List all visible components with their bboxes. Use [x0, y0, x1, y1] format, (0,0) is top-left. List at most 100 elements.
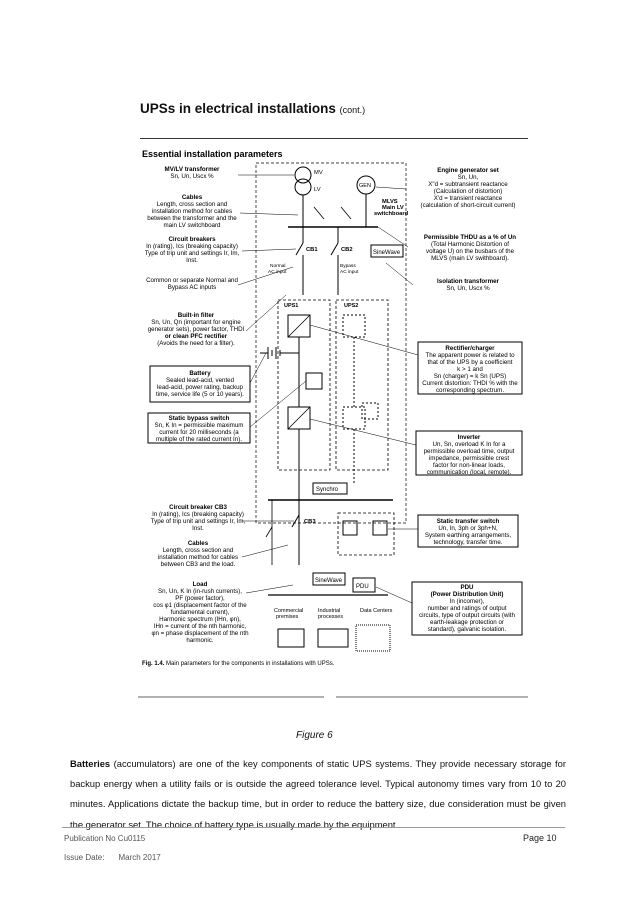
sbs-l2: current for 20 milliseconds (a: [159, 429, 239, 436]
static-switch-symbol: [305, 372, 323, 390]
issue-label: Issue Date:: [64, 853, 105, 862]
leader-lines: [237, 174, 419, 604]
rectifier-symbol-2: [342, 314, 366, 338]
normal-l2: AC input: [268, 269, 287, 275]
pdu-l3: circuits, type of output circuits (with: [419, 612, 515, 619]
title-text: UPSs in electrical installations: [140, 101, 336, 116]
cables1-title: Cables: [182, 194, 203, 201]
rect-title: Rectifier/charger: [445, 345, 495, 352]
mvlv-body: Sn, Un, Uscx %: [170, 173, 214, 180]
sinewave-box-bottom: [312, 572, 346, 586]
cb2-label: CB2: [341, 247, 353, 253]
cb3-l3: Inst.: [192, 525, 204, 532]
label-cb3: Circuit breaker CB3 In (rating), Ics (br…: [151, 504, 246, 532]
sts-box: [417, 514, 519, 548]
rectifier-box: [417, 341, 523, 395]
rect-l1: The apparent power is related to: [425, 352, 515, 359]
para-lead: Batteries: [70, 758, 111, 769]
schematic: [237, 162, 419, 652]
filter-l1: Sn, Un, Qn (important for engine: [151, 319, 241, 326]
label-isolation-transformer: Isolation transformer Sn, Un, Uscx %: [437, 278, 499, 292]
pdu-info-box: [411, 581, 523, 636]
cables1-l3: between the transformer and the: [147, 215, 237, 222]
industrial-building: [317, 628, 349, 648]
label-sts: Static transfer switch Un, In, 3ph or 3p…: [425, 518, 512, 546]
gen-l4: X'd = transient reactance: [434, 195, 503, 202]
label-circuit-breakers: Circuit breakers In (rating), Ics (break…: [145, 236, 240, 264]
sbs-l1: Sn, K In = permissible maximum: [155, 422, 244, 429]
inv-l4: factor for non-linear loads,: [433, 462, 505, 469]
mlvs-l3: switchboard: [374, 211, 409, 217]
installation-frame: [255, 162, 407, 524]
battery-symbol: [260, 347, 299, 359]
filter-l2: generator sets), power factor, THDI: [148, 326, 245, 333]
thdu-l2: voltage U) on the busbars of the: [426, 248, 515, 255]
mv-label: MV: [314, 170, 323, 176]
cb3-l1: In (rating), Ics (breaking capacity): [152, 511, 244, 518]
ups1-label: UPS1: [284, 303, 298, 309]
title-suffix: (cont.): [339, 105, 366, 115]
cables2-l2: installation method for cables: [158, 554, 238, 561]
sts-title: Static transfer switch: [437, 518, 500, 525]
label-static-bypass: Static bypass switch Sn, K In = permissi…: [155, 415, 244, 443]
cables1-l2: installation method for cables: [152, 208, 232, 215]
ups2-box: [335, 299, 389, 471]
commercial-l2: premises: [276, 614, 299, 620]
gen-title: Engine generator set: [437, 167, 499, 174]
cb1-symbol: [295, 242, 304, 295]
normal-l1: Normal: [270, 263, 285, 269]
cb-l2: Type of trip unit and settings Ir, Im,: [145, 250, 240, 257]
ups1-box: [277, 299, 331, 471]
mvlv-title: MV/LV transformer: [165, 166, 220, 173]
label-pdu: PDU (Power Distribution Unit) In (income…: [419, 584, 515, 633]
battery-l3: time, service life (5 or 10 years).: [156, 391, 244, 398]
load-title: Load: [193, 581, 208, 588]
rect-l5: Current distortion: THDI % with the: [422, 380, 518, 387]
transformer-mv-coil: [294, 166, 312, 184]
sinewave-bottom-label: SineWave: [315, 578, 343, 584]
iso-l1: Sn, Un, Uscx %: [446, 285, 490, 292]
pdu-l2: number and ratings of output: [427, 605, 506, 612]
cables2-l1: Length, cross section and: [163, 547, 234, 554]
thdu-l3: MLVS (main LV swithboard).: [431, 255, 509, 262]
industrial-l1: Industrial: [318, 608, 340, 614]
inv-l3: impedance, permissible crest: [429, 455, 509, 462]
pdu-l5: standard), galvanic isolation.: [428, 626, 507, 633]
sts-l1: Un, In, 3ph or 3ph+N,: [438, 525, 498, 532]
publication-number: Publication No Cu0115: [64, 834, 146, 843]
commercial-building: [277, 628, 305, 648]
figure-caption: Figure 6: [296, 730, 333, 741]
pdu-box-label: PDU: [356, 584, 369, 590]
bypass-l1: Bypass: [340, 263, 356, 269]
gen-l1: Sn, Un,: [458, 174, 479, 181]
inverter-symbol-2: [342, 406, 366, 430]
synchro-box: [312, 482, 348, 495]
commercial-l1: Commercial: [274, 608, 303, 614]
pdu-sub: (Power Distribution Unit): [431, 591, 504, 598]
inv-l5: communication (local, remote).: [427, 469, 512, 476]
sts-symbol-box: [337, 512, 395, 556]
thdu-l1: (Total Harmonic Distortion of: [431, 241, 509, 248]
battery-title: Battery: [189, 370, 211, 377]
transformer-lv-coil: [294, 178, 312, 196]
data-center-racks: [355, 624, 391, 652]
pdu-l1: In (incomer),: [450, 598, 485, 605]
pdu-l4: earth-leakage protection or: [430, 619, 504, 626]
cables2-l3: between CB3 and the load.: [161, 561, 236, 568]
filter-title: Built-in filter: [178, 312, 215, 319]
rect-l4: Sn (charger) = k Sn (UPS): [434, 373, 506, 380]
cb-title: Circuit breakers: [168, 236, 216, 243]
load-l3: cos φ1 (displacement factor of the: [153, 602, 247, 609]
load-l7: φn = phase displacement of the nth: [151, 630, 249, 637]
inv-l1: Un, Sn, overload K In for a: [433, 441, 506, 448]
diagram-heading: Essential installation parameters: [142, 149, 283, 159]
load-l2: PF (power factor),: [175, 595, 225, 602]
datacenters-label: Data Centers: [360, 608, 393, 614]
cb3-symbol: [291, 514, 300, 528]
label-engine-generator: Engine generator set Sn, Un, X"d = subtr…: [421, 167, 516, 209]
common-l1: Common or separate Normal and: [146, 277, 238, 284]
page-title: UPSs in electrical installations (cont.): [140, 101, 365, 116]
label-thdu: Permissible THDU as a % of Un (Total Har…: [424, 234, 516, 262]
industrial-l2: processes: [318, 614, 343, 620]
label-battery: Battery Sealed lead-acid, vented lead-ac…: [156, 370, 244, 398]
